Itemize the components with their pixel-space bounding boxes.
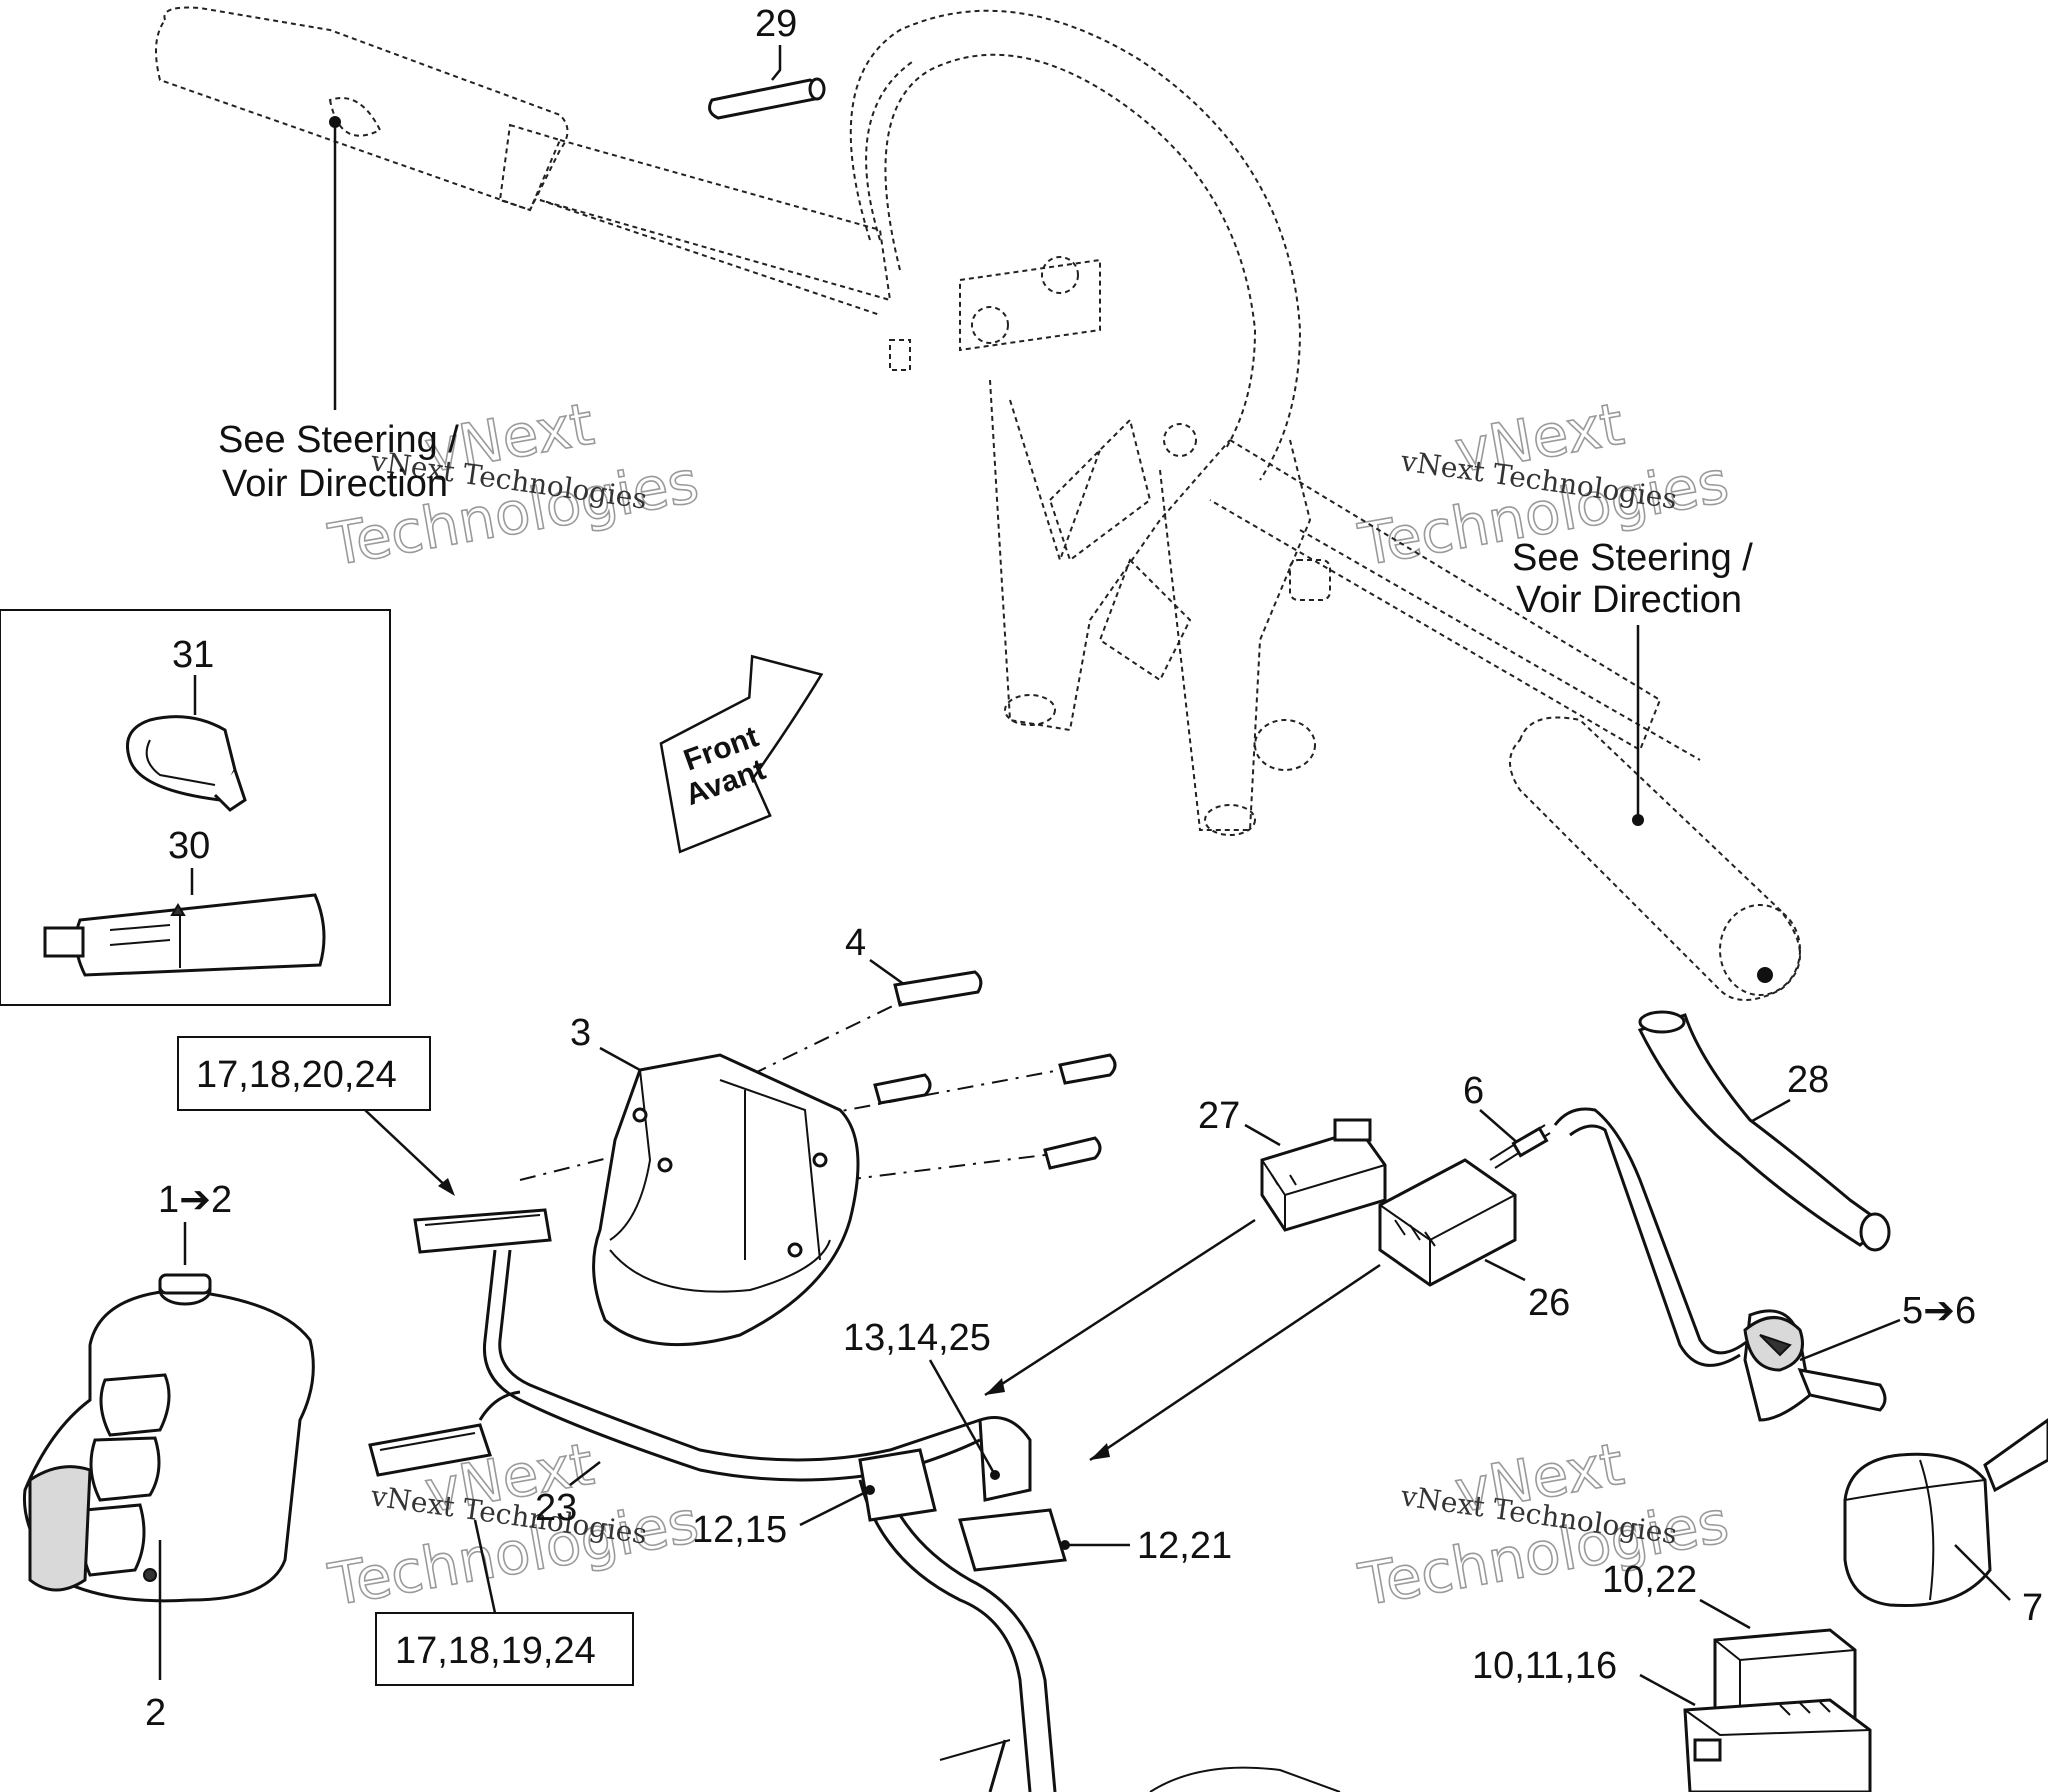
handlebar-outline: [155, 6, 1801, 1001]
callout-29: 29: [755, 3, 797, 45]
box-bottom-label: 17,18,19,24: [395, 1630, 596, 1672]
part-30-grease-tube: [43, 893, 326, 977]
callout-13-14-25: 13,14,25: [843, 1317, 991, 1359]
callout-12-21: 12,21: [1137, 1525, 1232, 1567]
box-bottom-frame: [375, 1612, 634, 1686]
callout-6: 6: [1463, 1070, 1484, 1112]
part-31-clip: [126, 715, 247, 812]
part-4-screws: [873, 970, 1117, 1170]
callout-10-22: 10,22: [1602, 1559, 1697, 1601]
callout-10-11-16: 10,11,16: [1472, 1645, 1617, 1687]
part-3-housing: [592, 1053, 860, 1347]
inset-box: [0, 609, 391, 1006]
part-6-sensor-lead: [1489, 1107, 1762, 1367]
callout-5-arrow-6: 5➔6: [1902, 1290, 1976, 1332]
callout-27: 27: [1198, 1095, 1240, 1137]
callout-4: 4: [845, 922, 866, 964]
part-29-tube: [708, 77, 826, 120]
part-7-grip-end: [1843, 1418, 2048, 1608]
box-top-label: 17,18,20,24: [196, 1054, 397, 1096]
callout-31: 31: [172, 634, 214, 676]
part-27-connector: [1260, 1118, 1387, 1232]
callout-23: 23: [535, 1487, 577, 1529]
part-5-sensor: [1743, 1309, 1887, 1422]
callout-1-arrow-2: 1➔2: [158, 1179, 232, 1221]
box-top-frame: [177, 1036, 431, 1111]
note-see-steering-right-line2: Voir Direction: [1516, 579, 1742, 621]
callout-28: 28: [1787, 1059, 1829, 1101]
part-23-wiring-harness: [368, 1208, 1341, 1792]
callout-12-15: 12,15: [692, 1509, 787, 1551]
callout-2: 2: [145, 1692, 166, 1734]
part-28-hose: [1637, 1010, 1891, 1252]
part-26-connector: [1378, 1158, 1517, 1287]
part-1-switch-housing: [22, 1273, 315, 1603]
note-see-steering-right-line1: See Steering /: [1512, 537, 1753, 579]
front-direction-arrow: Front Avant: [659, 654, 824, 854]
callout-26: 26: [1528, 1282, 1570, 1324]
part-10-connector-block: [1683, 1628, 1872, 1792]
callout-3: 3: [570, 1012, 591, 1054]
note-see-steering-left-line2: Voir Direction: [222, 463, 448, 505]
callout-7: 7: [2022, 1587, 2043, 1629]
callout-30: 30: [168, 825, 210, 867]
note-see-steering-left-line1: See Steering /: [218, 419, 459, 461]
